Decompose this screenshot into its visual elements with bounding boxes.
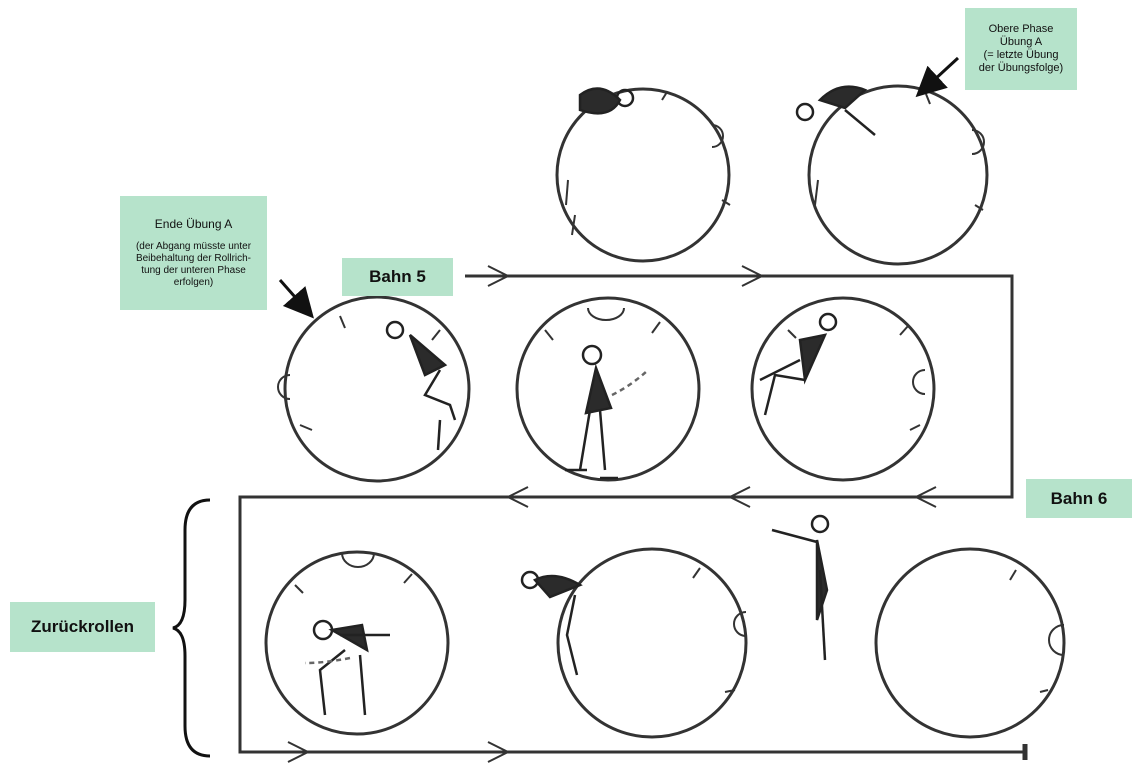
gymnastics-wheel-icon xyxy=(266,86,1064,737)
obere-phase-line2: Übung A xyxy=(1000,36,1042,49)
ende-uebung-title: Ende Übung A xyxy=(155,218,232,231)
obere-phase-line4: der Übungsfolge) xyxy=(979,62,1063,75)
obere-phase-label: Obere Phase Übung A (= letzte Übung der … xyxy=(965,8,1077,90)
ende-uebung-label: Ende Übung A (der Abgang müsste unter Be… xyxy=(120,196,267,310)
bahn6-text: Bahn 6 xyxy=(1051,489,1108,509)
obere-phase-line3: (= letzte Übung xyxy=(984,49,1059,62)
zurueckrollen-text: Zurückrollen xyxy=(31,617,134,637)
ende-uebung-line1: (der Abgang müsste unter xyxy=(136,241,251,253)
zurueckrollen-label: Zurückrollen xyxy=(10,602,155,652)
curly-brace-icon xyxy=(173,500,210,756)
ende-uebung-line4: erfolgen) xyxy=(174,277,213,289)
bahn5-text: Bahn 5 xyxy=(369,267,426,287)
obere-phase-line1: Obere Phase xyxy=(989,23,1054,36)
bahn6-label: Bahn 6 xyxy=(1026,479,1132,518)
ende-uebung-line2: Beibehaltung der Rollrich- xyxy=(136,253,251,265)
bahn5-label: Bahn 5 xyxy=(342,258,453,296)
ende-uebung-line3: tung der unteren Phase xyxy=(141,265,246,277)
